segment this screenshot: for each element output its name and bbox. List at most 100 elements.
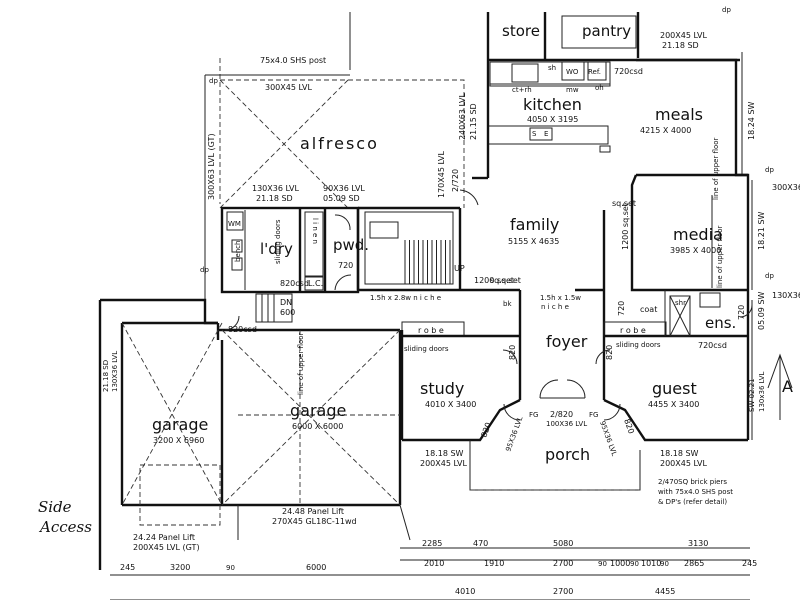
label-niche-1: 1.5h x 2.8w n i c h e — [370, 294, 441, 302]
room-labels: store pantry kitchen 4050 X 3195 meals 4… — [152, 22, 736, 464]
label-panel-1: 24.48 Panel Lift — [282, 507, 344, 516]
label-sw-right-a: SW 02.21 — [748, 378, 756, 412]
washing-machine-label: WM — [228, 220, 241, 228]
label-lvl-130-right: 130X36 — [772, 291, 800, 300]
label-sw-1818-b: 18.18 SW — [660, 449, 699, 458]
room-ensuite: ens. — [705, 314, 736, 332]
dim-row1-0: 2285 — [422, 539, 442, 548]
label-niche-2b: n i c h e — [541, 303, 569, 311]
room-store: store — [502, 22, 540, 40]
label-wo: WO — [566, 68, 579, 76]
dim-row2-8: 2865 — [684, 559, 704, 568]
label-brick-2: with 75x4.0 SHS post — [658, 488, 733, 496]
dim-row2-9: 245 — [742, 559, 757, 568]
label-lvl-2720: 2/720 — [451, 169, 460, 192]
room-garage-double: garage — [290, 401, 346, 420]
label-ref: Ref. — [588, 68, 601, 76]
label-d720-a: 720 — [338, 261, 353, 270]
label-sw-1818-a: 18.18 SW — [425, 449, 464, 458]
label-line-upper-2: line of upper floor — [297, 332, 305, 395]
label-dp-5: dp — [765, 272, 774, 280]
label-line-upper-1: line of upper floor — [712, 137, 720, 200]
label-up: UP — [454, 264, 465, 273]
label-sw-right-b: 130x36 LVL — [758, 371, 766, 412]
dim-row1-2: 5080 — [553, 539, 573, 548]
label-sliding-3: sliding doors — [616, 341, 661, 349]
label-dp-2: dp — [200, 266, 209, 274]
label-lvl-300-vertical: 300X63 LVL (GT) — [207, 133, 216, 200]
label-d820-d: 820 — [622, 418, 636, 435]
label-lvl-90: 90X36 LVL — [323, 184, 365, 193]
dim-row2-1: 1910 — [484, 559, 504, 568]
dim-row2-6: 1010 — [641, 559, 661, 568]
dim-row1-3: 3130 — [688, 539, 708, 548]
garage-double-dimensions: 6000 X 6000 — [292, 422, 343, 431]
guest-dimensions: 4455 X 3400 — [648, 400, 699, 409]
label-lvl-200-top: 200X45 LVL — [660, 31, 708, 40]
study-dimensions: 4010 X 3400 — [425, 400, 476, 409]
label-csd-720-top: 720csd — [614, 67, 643, 76]
family-dimensions: 5155 X 4635 — [508, 237, 559, 246]
label-csd-720-b: 720csd — [698, 341, 727, 350]
label-d820-b: 820 — [605, 345, 614, 360]
dim-row3-0: 245 — [120, 563, 135, 572]
dim-row4-2: 4455 — [655, 587, 675, 596]
label-lvl-130: 130X36 LVL — [252, 184, 300, 193]
label-mw: mw — [566, 86, 579, 94]
dim-row3-3: 6000 — [306, 563, 326, 572]
label-sw-1821: 18.21 SW — [757, 211, 766, 250]
label-panel-2b: 200X45 LVL (GT) — [133, 543, 200, 552]
dim-row2-2: 2700 — [553, 559, 573, 568]
media-dimensions: 3985 X 4000 — [670, 246, 721, 255]
label-panel-1b: 270X45 GL18C-11wd — [272, 517, 357, 526]
dim-row2-7: 90 — [660, 560, 669, 568]
label-d820-a: 820 — [508, 345, 517, 360]
garage-single-dimensions: 3200 X 6960 — [153, 436, 204, 445]
room-foyer: foyer — [546, 332, 588, 351]
label-sd-2118-a: 21.18 SD — [256, 194, 293, 203]
label-left-side-b: 130X36 LVL — [111, 351, 119, 392]
label-sd-0509: 05.09 SD — [323, 194, 360, 203]
room-kitchen: kitchen — [523, 95, 582, 114]
label-dp-3: dp — [722, 6, 731, 14]
dim-row2-4: 1000 — [610, 559, 630, 568]
label-lvl-170: 170X45 LVL — [437, 150, 446, 198]
label-sliding-2: sliding doors — [404, 345, 449, 353]
label-sliding-1: sliding doors — [274, 219, 282, 264]
walls — [98, 12, 793, 600]
robe-study: r o b e — [418, 326, 444, 335]
label-ctrh: ct+rh — [512, 86, 532, 94]
room-laundry: l'dry — [260, 240, 293, 258]
label-lvl-200-a: 200X45 LVL — [420, 459, 468, 468]
label-fridge-e: E — [544, 130, 548, 138]
label-sw-1824: 18.24 SW — [747, 101, 756, 140]
label-line-upper-3: line of upper floor — [716, 225, 724, 288]
label-fg-1: FG — [529, 411, 538, 419]
label-sq-set-2: sq.set — [490, 276, 514, 285]
label-lvl-300: 300X45 LVL — [265, 83, 313, 92]
label-sq-set-4: 1200 sq.set — [621, 203, 630, 250]
dim-row2-0: 2010 — [424, 559, 444, 568]
label-csd-820-a: 820csd — [228, 325, 257, 334]
room-powder: pwd. — [333, 236, 369, 254]
label-porch-lvl: 100X36 LVL — [546, 420, 587, 428]
robe-guest: r o b e — [620, 326, 646, 335]
label-fridge-s: S — [532, 130, 537, 138]
room-guest: guest — [652, 379, 697, 398]
section-marker-a: A — [782, 377, 793, 396]
label-panel-2: 24.24 Panel Lift — [133, 533, 195, 542]
label-dn: DN — [280, 298, 292, 307]
label-sq-set-3: 1200 sq.set — [474, 276, 521, 285]
dim-row1-1: 470 — [473, 539, 488, 548]
label-bk: bk — [503, 300, 512, 308]
dim-row3-1: 3200 — [170, 563, 190, 572]
label-csd-820-b: 820csd — [280, 279, 309, 288]
dim-row2-3: 90 — [598, 560, 607, 568]
label-oh: oh — [595, 84, 604, 92]
door-swings — [224, 189, 753, 421]
room-porch: porch — [545, 445, 590, 464]
label-lvl-9536-b: 95X36 LVL — [598, 420, 618, 457]
kitchen-dimensions: 4050 X 3195 — [527, 115, 578, 124]
label-dp-4: dp — [765, 166, 774, 174]
